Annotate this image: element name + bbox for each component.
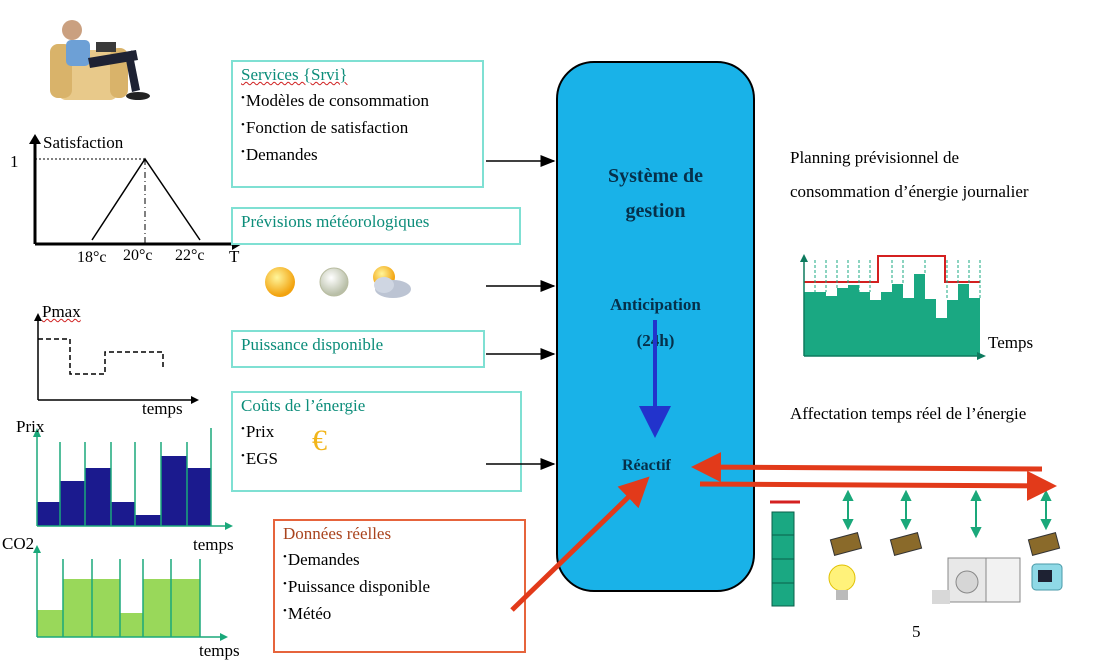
realtime-allocation-title: Affectation temps réel de l’énergie <box>790 404 1027 423</box>
real-data-title: Données réelles <box>283 524 392 543</box>
planning-chart <box>800 254 986 360</box>
real-data-item: Puissance disponible <box>283 577 524 597</box>
x-tick-18: 18°c <box>77 249 107 266</box>
services-box: Services {Srvi} Modèles de consommation … <box>231 60 484 188</box>
chip-icon <box>829 532 863 556</box>
fridge-icon <box>1031 563 1063 591</box>
available-power-title: Puissance disponible <box>241 335 384 354</box>
planning-title-line2: consommation d’énergie journalier <box>790 182 1029 201</box>
satisfaction-y-label: Satisfaction <box>43 133 124 152</box>
pmax-x-label: temps <box>142 399 183 418</box>
person-armchair-icon <box>50 20 150 100</box>
price-x-label: temps <box>193 535 234 554</box>
chip-icon <box>1027 532 1061 556</box>
feedback-arrow <box>691 452 1043 483</box>
service-item: Demandes <box>241 145 482 165</box>
planning-title-line1: Planning prévisionnel de <box>790 148 960 167</box>
real-data-arrow <box>510 476 650 612</box>
energy-cost-box: Coûts de l’énergie Prix EGS <box>231 391 522 492</box>
system-title-line2: gestion <box>625 200 686 222</box>
cloud-sun-icon <box>373 266 411 298</box>
anticipation-label: Anticipation <box>610 295 701 314</box>
washing-machine-icon <box>932 557 1021 604</box>
service-item: Fonction de satisfaction <box>241 118 482 138</box>
cost-item: EGS <box>241 449 520 469</box>
satisfaction-y-tick: 1 <box>10 152 19 171</box>
pmax-chart <box>34 313 199 404</box>
planning-x-label: Temps <box>988 333 1034 352</box>
allocation-arrow <box>699 470 1057 501</box>
weather-forecast-box: Prévisions météorologiques <box>231 207 521 245</box>
pmax-label: Pmax <box>42 302 81 321</box>
page-number: 5 <box>912 622 921 641</box>
co2-x-label: temps <box>199 641 240 660</box>
satisfaction-x-label: T <box>229 247 240 266</box>
x-tick-20: 20°c <box>123 247 153 264</box>
price-chart <box>33 428 233 530</box>
reactive-label: Réactif <box>622 457 671 474</box>
co2-chart <box>33 545 228 641</box>
weather-forecast-title: Prévisions météorologiques <box>241 212 430 231</box>
cost-item: Prix <box>241 422 520 442</box>
real-data-box: Données réelles Demandes Puissance dispo… <box>273 519 526 653</box>
light-bulb-icon <box>828 564 856 600</box>
price-label: Prix <box>16 417 45 436</box>
chip-icon <box>889 532 923 556</box>
devices-illustration <box>770 490 1063 607</box>
available-power-box: Puissance disponible <box>231 330 485 368</box>
moon-icon <box>319 267 349 297</box>
weather-icons <box>265 266 411 298</box>
services-title: Services {Srvi} <box>241 65 348 84</box>
system-title-line1: Système de <box>608 165 703 187</box>
real-data-item: Demandes <box>283 550 524 570</box>
real-data-item: Météo <box>283 604 524 624</box>
energy-cost-title: Coûts de l’énergie <box>241 396 366 415</box>
euro-icon: € <box>312 424 327 457</box>
sun-icon <box>265 267 295 297</box>
x-tick-22: 22°c <box>175 247 205 264</box>
co2-label: CO2 <box>2 534 35 553</box>
service-item: Modèles de consommation <box>241 91 482 111</box>
